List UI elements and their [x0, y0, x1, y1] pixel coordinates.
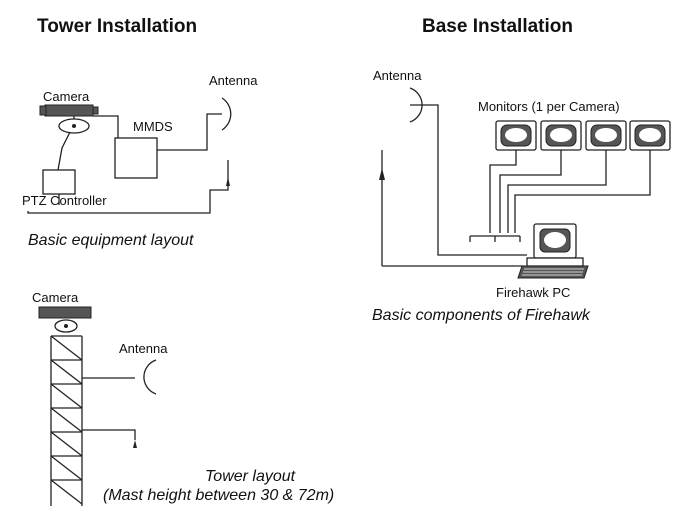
mmds-box — [114, 137, 158, 179]
monitor-1 — [495, 120, 537, 151]
equipment-layout-group: Camera MMDS Antenna PTZ Controller Basic… — [22, 73, 258, 249]
mmds-label: MMDS — [133, 119, 173, 134]
ptz-controller-label: PTZ Controller — [22, 193, 107, 208]
base-antenna-cable — [410, 104, 527, 256]
monitors-label: Monitors (1 per Camera) — [478, 99, 620, 114]
base-antenna-label: Antenna — [373, 68, 422, 83]
tower-layout-caption-line2: (Mast height between 30 & 72m) — [103, 487, 334, 504]
base-components-caption: Basic components of Firehawk — [372, 307, 591, 324]
tower-antenna-label: Antenna — [119, 341, 168, 356]
monitor-cables — [469, 150, 651, 242]
monitor-4 — [629, 120, 671, 151]
equipment-camera-icon — [39, 104, 99, 134]
tower-camera-label: Camera — [32, 290, 79, 305]
camera-ptz-cable — [57, 131, 71, 171]
firehawk-pc-icon — [517, 223, 589, 279]
camera-mmds-cable — [93, 115, 119, 138]
equipment-antenna-label: Antenna — [209, 73, 258, 88]
equipment-antenna-icon — [221, 97, 232, 131]
tower-layout-caption-line1: Tower layout — [205, 468, 296, 485]
mmds-antenna-cable — [157, 113, 222, 151]
tower-ground-rod — [133, 440, 137, 448]
tower-mast — [50, 335, 83, 506]
base-installation-heading: Base Installation — [422, 16, 573, 37]
tower-camera-icon — [38, 306, 92, 319]
base-layout-group: Antenna Monitors (1 per Camera) — [372, 68, 671, 324]
equipment-ground-rod — [226, 177, 230, 186]
tower-antenna-icon — [143, 359, 157, 395]
monitor-2 — [540, 120, 582, 151]
monitor-3 — [585, 120, 627, 151]
ptz-controller-box — [42, 169, 76, 195]
equipment-layout-caption: Basic equipment layout — [28, 232, 194, 249]
tower-layout-group: Camera Antenna Tower — [32, 290, 334, 506]
base-ground-rod — [379, 168, 385, 180]
firehawk-pc-label: Firehawk PC — [496, 285, 570, 300]
tower-installation-heading: Tower Installation — [37, 16, 197, 37]
equipment-camera-label: Camera — [43, 89, 90, 104]
